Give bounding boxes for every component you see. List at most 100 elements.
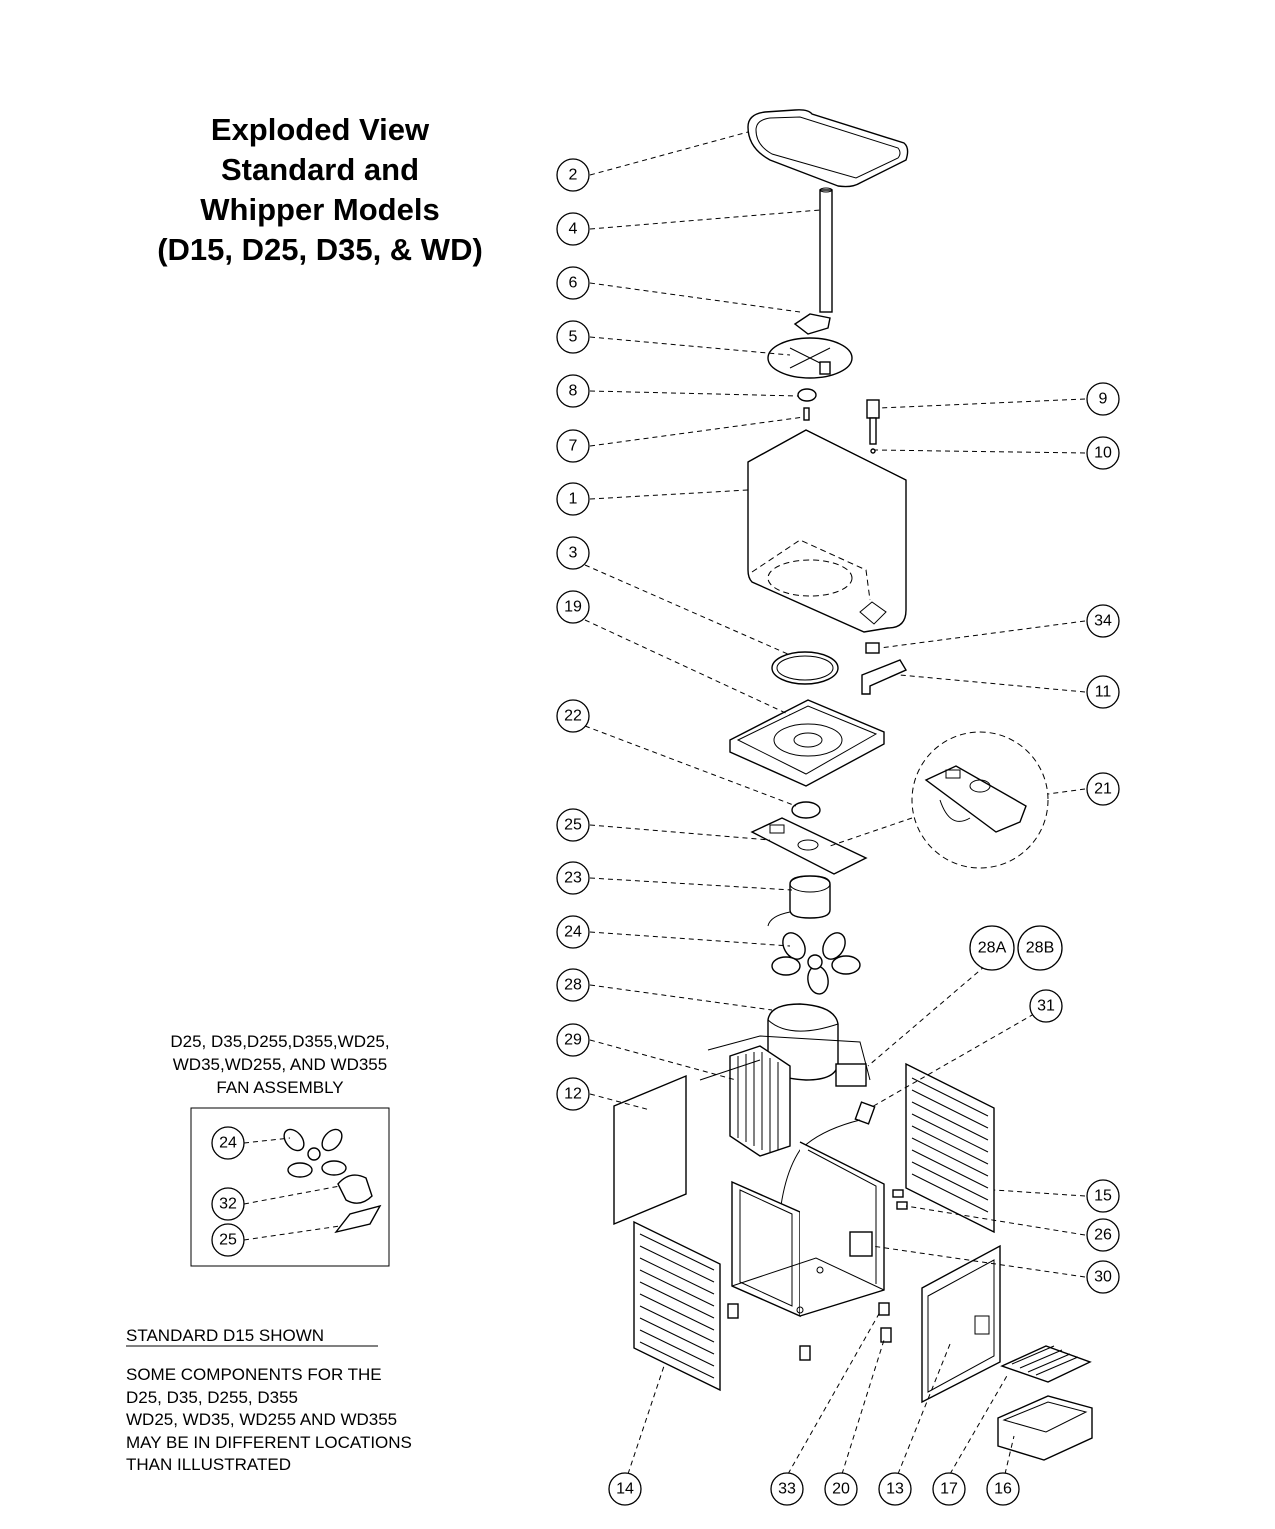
svg-text:22: 22 xyxy=(564,708,582,725)
leader-line-10 xyxy=(874,449,1086,454)
leader-line-21-detail xyxy=(829,817,913,847)
callout-28: 28 xyxy=(556,968,590,1002)
callout-33: 33 xyxy=(770,1472,804,1506)
svg-text:24: 24 xyxy=(219,1135,237,1152)
inset-fan-drawing xyxy=(283,1128,382,1234)
bowl-part xyxy=(747,429,907,633)
callout-9: 9 xyxy=(1086,382,1120,416)
leader-line-28 xyxy=(589,984,773,1011)
note-line: THAN ILLUSTRATED xyxy=(126,1455,291,1474)
fan-assembly-caption: D25, D35,D255,D355,WD25, WD35,WD255, AND… xyxy=(135,1030,425,1099)
leader-line-25 xyxy=(589,824,771,841)
callout-23: 23 xyxy=(556,861,590,895)
leader-line-9 xyxy=(879,398,1086,409)
callout-2: 2 xyxy=(556,158,590,192)
magnet-part xyxy=(791,801,821,819)
callout-22: 22 xyxy=(556,699,590,733)
callout-20: 20 xyxy=(824,1472,858,1506)
svg-text:28B: 28B xyxy=(1026,940,1054,957)
nut-part xyxy=(865,642,880,654)
front-grille-part xyxy=(633,1220,721,1392)
shaft-part xyxy=(819,187,833,313)
rear-panel-part xyxy=(905,1062,995,1234)
svg-text:8: 8 xyxy=(569,383,578,400)
svg-text:5: 5 xyxy=(569,329,578,346)
svg-text:10: 10 xyxy=(1094,445,1112,462)
inset-leader-24 xyxy=(243,1137,291,1144)
title-line: (D15, D25, D35, & WD) xyxy=(157,232,483,267)
caption-line: FAN ASSEMBLY xyxy=(216,1078,344,1097)
svg-text:7: 7 xyxy=(569,438,578,455)
diagram-title: Exploded View Standard and Whipper Model… xyxy=(110,110,530,270)
inset-callout-25: 25 xyxy=(211,1223,245,1257)
callout-31: 31 xyxy=(1029,989,1063,1023)
callout-25: 25 xyxy=(556,808,590,842)
leader-line-14 xyxy=(627,1365,665,1475)
callout-34: 34 xyxy=(1086,604,1120,638)
leader-line-4 xyxy=(589,209,821,230)
callout-28a: 28A xyxy=(969,925,1015,971)
leader-line-33 xyxy=(787,1311,881,1475)
callout-17: 17 xyxy=(932,1472,966,1506)
svg-text:17: 17 xyxy=(940,1481,958,1498)
gasket-part xyxy=(771,651,839,685)
leader-line-6 xyxy=(589,282,801,313)
detail-circle xyxy=(911,731,1049,869)
inset-leader-25 xyxy=(243,1225,341,1241)
note-line: MAY BE IN DIFFERENT LOCATIONS xyxy=(126,1432,412,1452)
lid-part xyxy=(747,109,909,188)
leader-line-28ab xyxy=(867,965,986,1067)
svg-text:6: 6 xyxy=(569,275,578,292)
leader-line-1 xyxy=(589,489,749,500)
bracket-part xyxy=(861,659,908,695)
callout-6: 6 xyxy=(556,266,590,300)
leader-line-16 xyxy=(1004,1435,1015,1475)
callout-15: 15 xyxy=(1086,1179,1120,1213)
leader-line-31 xyxy=(869,1013,1035,1109)
svg-text:3: 3 xyxy=(569,545,578,562)
svg-text:32: 32 xyxy=(219,1196,237,1213)
leader-line-2 xyxy=(589,131,749,176)
feet-part xyxy=(727,1302,892,1361)
standard-shown-label: STANDARD D15 SHOWN xyxy=(126,1326,325,1345)
motor-part xyxy=(767,875,831,927)
leader-line-3 xyxy=(584,564,791,656)
callout-3: 3 xyxy=(556,536,590,570)
leader-line-12 xyxy=(589,1093,651,1111)
callout-21: 21 xyxy=(1086,772,1120,806)
pin-part xyxy=(803,407,810,421)
caption-line: WD35,WD255, AND WD355 xyxy=(172,1055,388,1074)
washer-part xyxy=(797,388,817,402)
inset-callout-32: 32 xyxy=(211,1187,245,1221)
mounting-plate-part xyxy=(793,313,831,335)
svg-text:2: 2 xyxy=(569,167,578,184)
callout-29: 29 xyxy=(556,1023,590,1057)
svg-text:24: 24 xyxy=(564,924,582,941)
clips-part xyxy=(892,1189,908,1210)
svg-text:28: 28 xyxy=(564,977,582,994)
leader-line-19 xyxy=(584,619,791,716)
fan-blade-part xyxy=(771,932,861,995)
leader-line-21 xyxy=(1047,788,1086,795)
leader-line-20 xyxy=(841,1339,885,1475)
svg-text:25: 25 xyxy=(219,1232,237,1249)
note-line: D25, D35, D255, D355 xyxy=(126,1387,298,1407)
svg-text:19: 19 xyxy=(564,599,582,616)
fan-assembly-box xyxy=(190,1107,390,1267)
callout-5: 5 xyxy=(556,320,590,354)
callout-13: 13 xyxy=(878,1472,912,1506)
svg-text:30: 30 xyxy=(1094,1269,1112,1286)
svg-text:29: 29 xyxy=(564,1032,582,1049)
inset-leader-32 xyxy=(243,1185,341,1205)
caption-line: D25, D35,D255,D355,WD25, xyxy=(170,1032,390,1051)
callout-1: 1 xyxy=(556,482,590,516)
svg-text:11: 11 xyxy=(1095,684,1112,701)
inset-callout-24: 24 xyxy=(211,1126,245,1160)
title-line: Whipper Models xyxy=(200,192,440,227)
callout-10: 10 xyxy=(1086,436,1120,470)
callout-8: 8 xyxy=(556,374,590,408)
components-note: SOME COMPONENTS FOR THE D25, D35, D255, … xyxy=(126,1364,412,1477)
drip-tray-part xyxy=(997,1395,1093,1461)
svg-text:33: 33 xyxy=(778,1481,796,1498)
